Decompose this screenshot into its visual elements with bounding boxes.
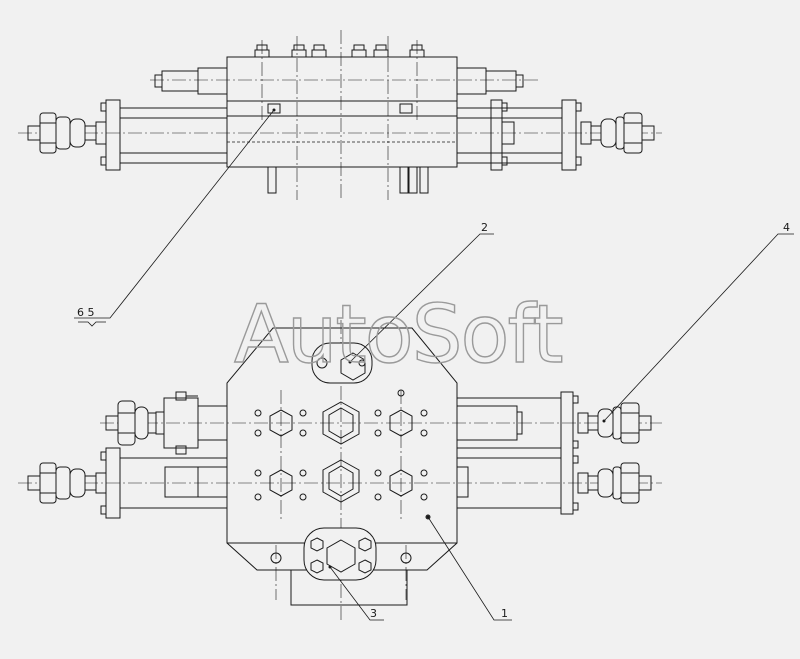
plugs-row-2 bbox=[269, 459, 413, 503]
front-right-lower-cylinder bbox=[456, 457, 562, 509]
upper-cylinders bbox=[154, 67, 524, 95]
mounting-holes bbox=[254, 389, 431, 520]
front-left-upper-cylinder bbox=[155, 391, 228, 455]
callout-6-5: 6 5 bbox=[77, 306, 95, 319]
front-left-lower-cylinder bbox=[100, 447, 228, 519]
callout-4: 4 bbox=[783, 221, 790, 234]
lower-flange bbox=[303, 527, 377, 581]
upper-flange bbox=[311, 342, 373, 384]
lower-cylinders bbox=[100, 99, 582, 171]
front-right-fittings bbox=[577, 402, 652, 504]
callout-2: 2 bbox=[481, 221, 488, 234]
callout-leaders bbox=[74, 108, 794, 621]
end-fitting-left bbox=[27, 112, 107, 154]
watermark-text: AutoSoft bbox=[234, 288, 562, 381]
bottom-studs bbox=[267, 166, 429, 194]
front-left-fittings bbox=[27, 400, 157, 504]
front-right-upper-cylinder bbox=[456, 391, 579, 515]
top-bolts bbox=[254, 40, 425, 120]
top-view bbox=[18, 30, 662, 200]
front-view bbox=[18, 320, 662, 620]
end-fitting-right bbox=[580, 112, 655, 154]
plugs-row-1 bbox=[269, 401, 413, 445]
callout-1: 1 bbox=[501, 607, 508, 620]
callout-3: 3 bbox=[370, 607, 377, 620]
